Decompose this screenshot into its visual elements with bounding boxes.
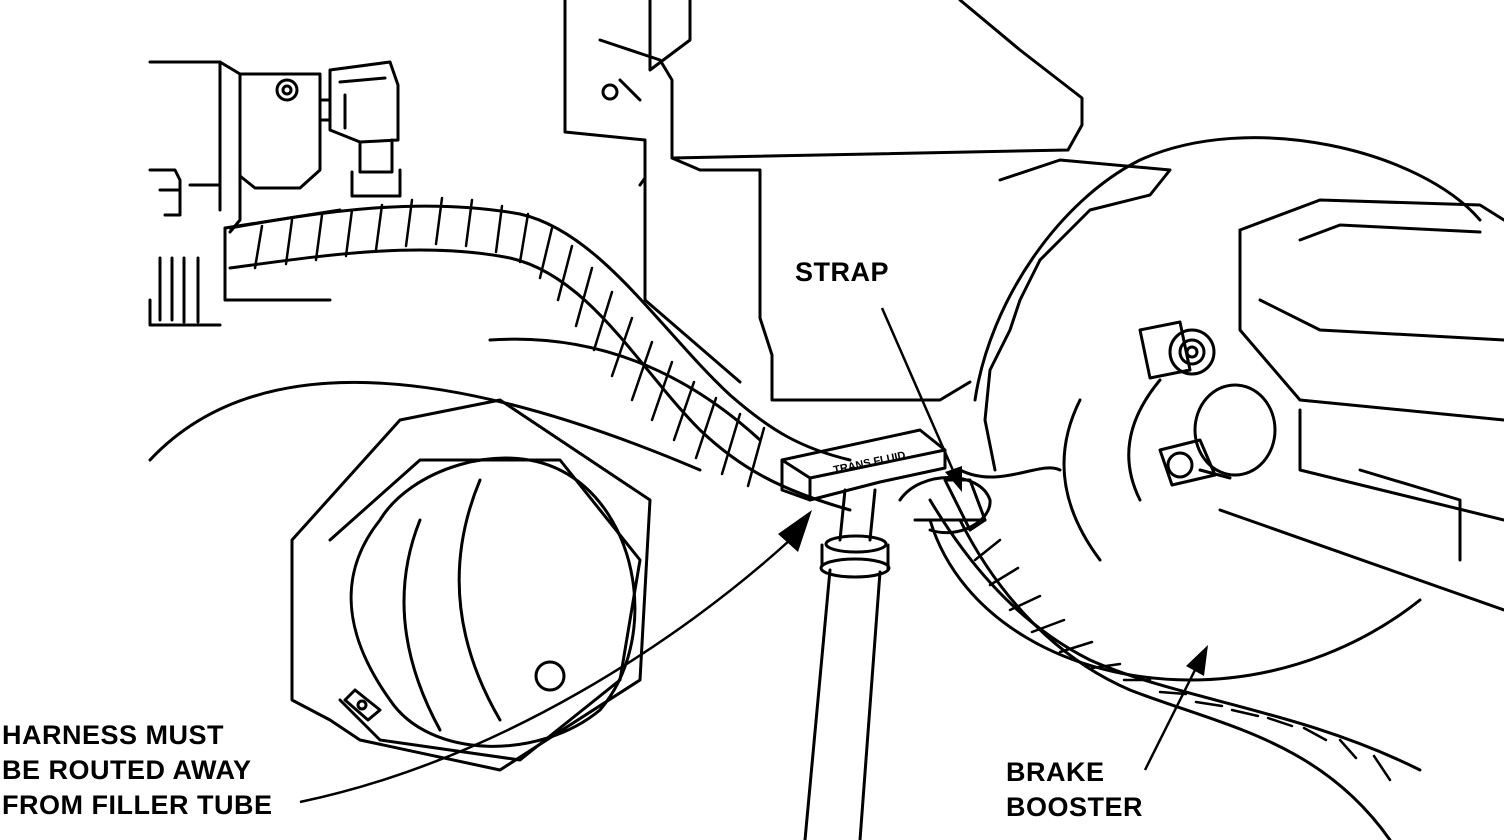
wiring-harness	[228, 196, 1422, 840]
brake-booster-line-2: BOOSTER	[1006, 792, 1144, 822]
strap-label: STRAP	[795, 255, 889, 290]
master-cylinder	[1218, 198, 1504, 612]
brake-booster-line-1: BRAKE	[1006, 757, 1105, 787]
brake-booster-label: BRAKE BOOSTER	[1006, 755, 1143, 825]
upper-housing	[563, 0, 1084, 402]
leader-harness	[299, 510, 812, 804]
dipstick-handle: TRANS FLUID	[780, 428, 947, 502]
brake-booster	[928, 136, 1482, 682]
leader-brake-booster	[1143, 645, 1208, 771]
harness-note-line-2: BE ROUTED AWAY	[2, 755, 252, 785]
harness-note-label: HARNESS MUST BE ROUTED AWAY FROM FILLER …	[2, 718, 272, 823]
blower-motor	[290, 398, 652, 772]
dipstick-handle-text: TRANS FLUID	[832, 450, 906, 477]
engine-bracket	[148, 60, 322, 327]
harness-note-line-1: HARNESS MUST	[2, 720, 225, 750]
connector-plug	[318, 60, 402, 198]
booster-stud-lower	[1158, 383, 1277, 487]
booster-stud-upper	[1138, 320, 1216, 380]
bulkhead-lines	[148, 337, 762, 472]
leader-strap	[880, 307, 962, 492]
strap-label-text: STRAP	[795, 257, 890, 287]
filler-tube	[803, 488, 891, 840]
harness-note-line-3: FROM FILLER TUBE	[2, 790, 273, 820]
